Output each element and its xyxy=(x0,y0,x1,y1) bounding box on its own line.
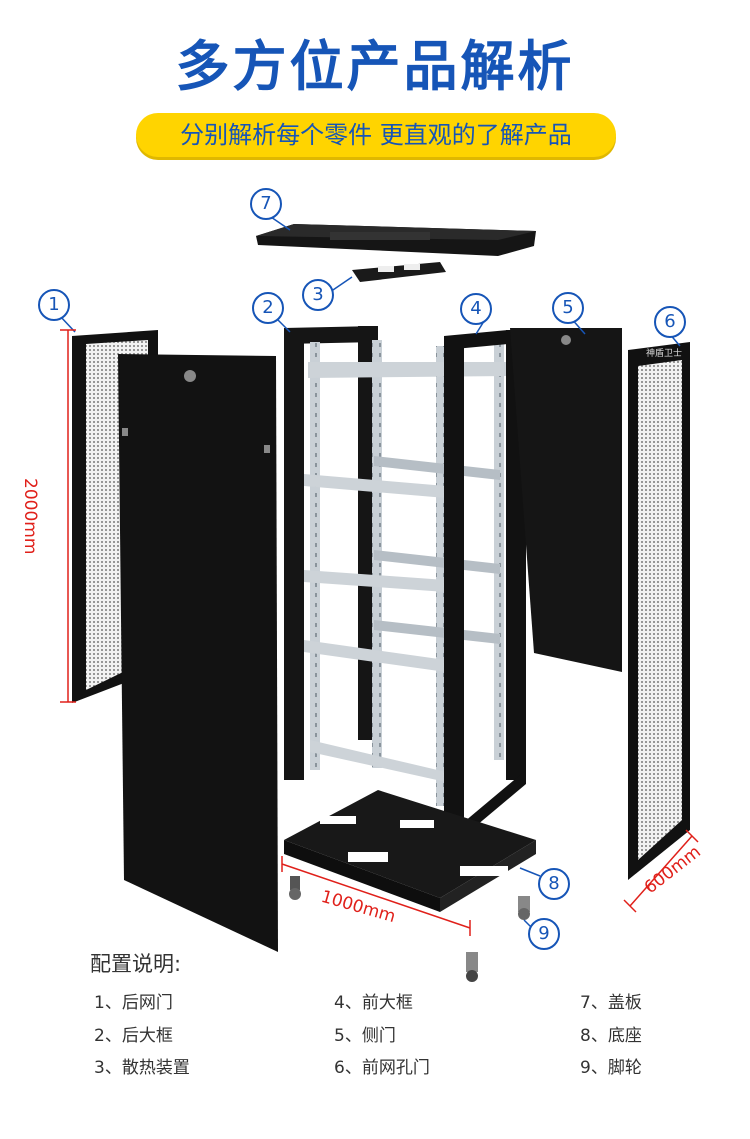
top-cover-part xyxy=(256,224,536,256)
front-frame-part xyxy=(444,330,526,836)
legend-item-1: 1、后网门 xyxy=(94,993,173,1013)
side-door-part xyxy=(510,328,622,672)
callout-8: 8 xyxy=(538,868,570,900)
legend-item-2: 2、后大框 xyxy=(94,1026,173,1046)
callout-5: 5 xyxy=(552,292,584,324)
legend-item-4: 4、前大框 xyxy=(334,993,413,1013)
fan-unit-part xyxy=(352,262,446,282)
callout-7: 7 xyxy=(250,188,282,220)
config-title: 配置说明: xyxy=(90,952,182,976)
dimension-lines xyxy=(60,329,699,936)
panel-brand-text: 神盾卫士 xyxy=(646,347,682,359)
callout-3: 3 xyxy=(302,279,334,311)
legend-item-3: 3、散热装置 xyxy=(94,1058,190,1078)
caster-wheels-part xyxy=(289,876,530,982)
callout-9: 9 xyxy=(528,918,560,950)
callout-4: 4 xyxy=(460,293,492,325)
legend-item-6: 6、前网孔门 xyxy=(334,1058,430,1078)
mounting-rails-part xyxy=(304,340,512,806)
legend-item-9: 9、脚轮 xyxy=(580,1058,642,1078)
front-mesh-door-part: 神盾卫士 xyxy=(628,342,690,880)
legend-item-5: 5、侧门 xyxy=(334,1026,396,1046)
callout-1: 1 xyxy=(38,289,70,321)
base-part xyxy=(284,790,536,912)
legend-item-8: 8、底座 xyxy=(580,1026,642,1046)
subtitle-text: 分别解析每个零件 更直观的了解产品 xyxy=(180,121,572,149)
subtitle-banner: 分别解析每个零件 更直观的了解产品 xyxy=(136,113,616,157)
legend-item-7: 7、盖板 xyxy=(580,993,642,1013)
callout-6: 6 xyxy=(654,306,686,338)
large-side-panel-part xyxy=(118,354,278,952)
page-title: 多方位产品解析 xyxy=(175,35,575,98)
rear-frame-part xyxy=(284,326,378,780)
callout-2: 2 xyxy=(252,292,284,324)
height-dimension-label: 2000mm xyxy=(20,478,40,555)
